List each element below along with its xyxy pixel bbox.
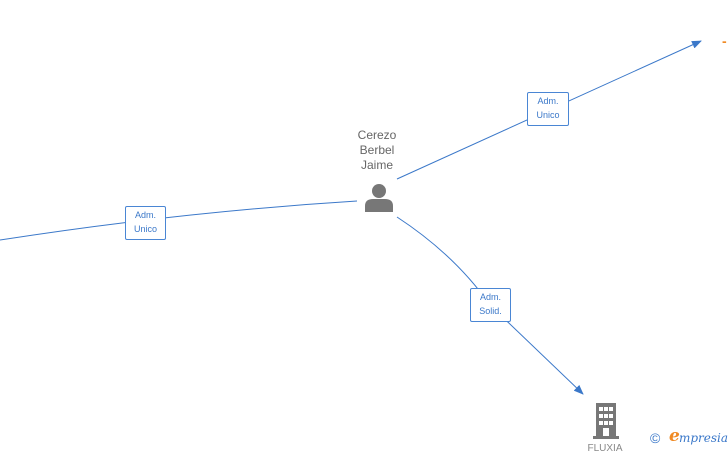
edge-label-left[interactable]: Adm. Unico (125, 206, 166, 240)
person-name-line-1: Cerezo (357, 128, 397, 142)
edge-label-role: Adm. (479, 292, 501, 302)
edge-label-top-right[interactable]: Adm. Unico (527, 92, 569, 126)
company-name-bottom[interactable]: FLUXIA (587, 443, 623, 454)
edge-label-role-detail: Unico (133, 224, 157, 234)
brand-logo-letter: e (669, 426, 680, 446)
edge-line-left (0, 200, 358, 241)
top-right-node-marker[interactable]: ‑ (722, 33, 727, 49)
person-name-line-2: Berbel (359, 143, 395, 157)
edge-label-bottom[interactable]: Adm. Solid. (470, 288, 511, 322)
copyright-symbol: © (650, 430, 661, 446)
person-name-line-3: Jaime (360, 158, 393, 172)
edge-label-role-detail: Solid. (479, 306, 502, 316)
person-icon[interactable] (364, 183, 394, 213)
edge-label-role: Adm. (134, 210, 156, 220)
edge-label-role: Adm. (537, 96, 559, 106)
edge-label-role-detail: Unico (536, 110, 560, 120)
brand-logo-text: mpresia (679, 431, 728, 445)
building-icon[interactable] (593, 403, 619, 439)
person-name[interactable]: Cerezo Berbel Jaime (346, 128, 408, 173)
